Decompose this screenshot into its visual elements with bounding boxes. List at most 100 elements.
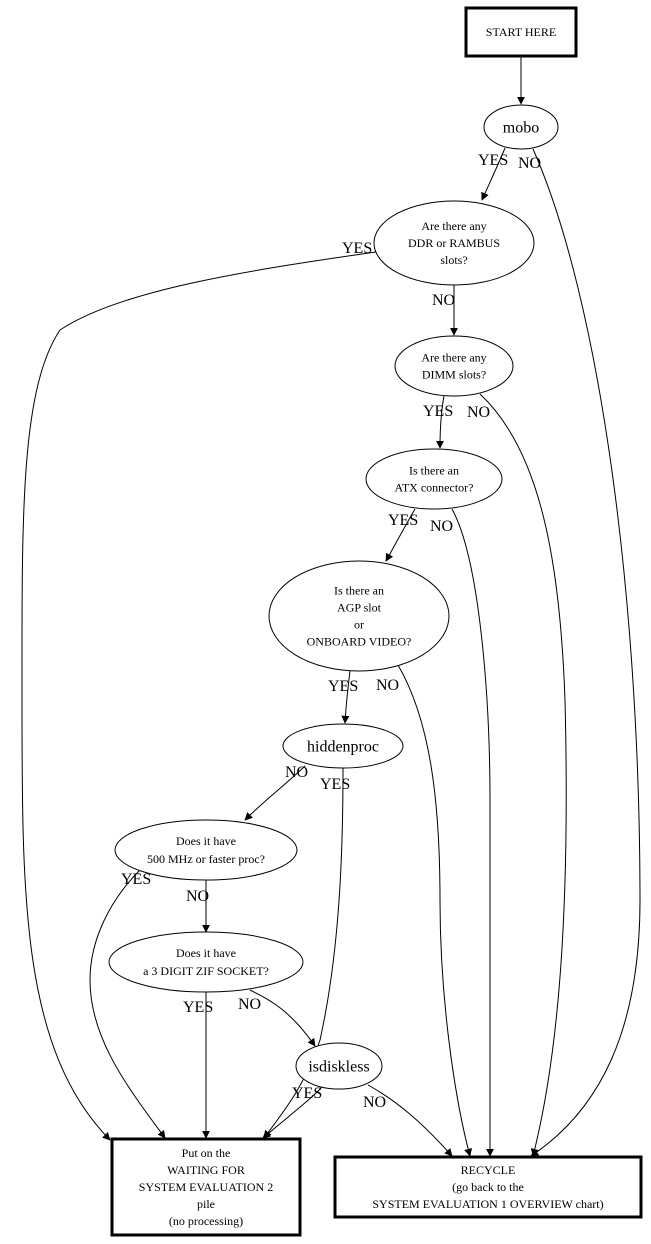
edge-arrow-agp-recycle [397,664,473,1157]
edge-arrow-mobo-recycle [530,148,641,1157]
edge-arrow-mobo-ddr [481,147,506,201]
edge-label-mhz-waiting: YES [121,871,151,888]
edge-zif-isdiskless [249,989,316,1047]
edge-arrow-isdiskless-recycle [367,1084,453,1157]
node-text-recycle-1: (go back to the [452,1180,524,1194]
edge-ddr-waiting [21,251,377,1141]
edge-label-dimm-recycle: NO [467,404,490,421]
node-ellipse-dimm [394,335,514,397]
edge-arrow-atx-agp [385,508,416,562]
edge-mhz-waiting [89,869,166,1139]
edge-dimm-atx [436,395,445,449]
node-box-waiting [110,1137,302,1237]
node-text-waiting-2: SYSTEM EVALUATION 2 [139,1180,273,1194]
node-text-waiting-1: WAITING FOR [167,1163,245,1177]
edge-atx-recycle [451,508,494,1157]
node-box-start [464,6,578,58]
node-ellipse-mobo [483,104,559,150]
node-text-recycle-2: SYSTEM EVALUATION 1 OVERVIEW chart) [372,1197,603,1211]
edge-agp-hiddenproc [341,670,351,724]
node-text-start-0: START HERE [486,25,556,39]
node-text-waiting-0: Put on the [182,1146,231,1160]
node-text-isdiskless-0: isdiskless [308,1059,369,1076]
edge-label-agp-recycle: NO [376,677,399,694]
node-text-ddr-1: DDR or RAMBUS [408,236,500,250]
edge-arrow-mhz-waiting [89,869,166,1139]
edge-dimm-recycle [479,393,567,1157]
node-text-mhz-0: Does it have [176,834,236,848]
node-text-agp-2: or [354,618,364,632]
edge-hiddenproc-waiting [263,767,344,1139]
edge-label-dimm-atx: YES [423,403,453,420]
node-hiddenproc: hiddenproc [282,723,404,769]
edge-arrow-ddr-waiting [21,251,377,1141]
node-ellipse-hiddenproc [282,723,404,769]
edge-label-mobo-ddr: YES [478,152,508,169]
edge-agp-recycle [397,664,473,1157]
edge-isdiskless-recycle [367,1084,453,1157]
edge-mobo-recycle [530,148,641,1157]
edge-label-isdiskless-recycle: NO [363,1094,386,1111]
node-text-hiddenproc-0: hiddenproc [307,739,379,756]
node-mobo: mobo [483,104,559,150]
edge-label-ddr-waiting: YES [342,240,372,257]
node-ellipse-atx [365,448,503,510]
edge-mobo-ddr [481,147,506,201]
node-ellipse-zif [108,931,304,993]
node-text-agp-3: ONBOARD VIDEO? [307,635,412,649]
node-text-waiting-3: pile [197,1197,215,1211]
edge-label-hiddenproc-mhz: NO [285,764,308,781]
edge-arrow-zif-isdiskless [249,989,316,1047]
edge-label-isdiskless-waiting: YES [292,1085,322,1102]
node-text-agp-1: AGP slot [337,601,382,615]
node-text-recycle-0: RECYCLE [461,1163,516,1177]
node-text-ddr-2: slots? [440,253,467,267]
edge-hiddenproc-mhz [244,765,306,821]
edge-label-zif-waiting: YES [183,999,213,1016]
edge-arrow-dimm-atx [436,395,445,449]
node-text-atx-0: Is there an [409,464,459,478]
edge-isdiskless-waiting [262,1086,323,1139]
edge-label-mhz-zif: NO [186,888,209,905]
edge-label-atx-agp: YES [388,512,418,529]
edge-arrow-isdiskless-waiting [262,1086,323,1139]
edge-arrow-dimm-recycle [479,393,567,1157]
node-ellipse-ddr [373,200,535,286]
edge-label-ddr-dimm: NO [432,292,455,309]
node-ellipse-agp [268,560,450,672]
node-ellipse-isdiskless [295,1042,383,1090]
edge-arrow-hiddenproc-mhz [244,765,306,821]
edges [21,56,641,1157]
node-start: START HERE [464,6,578,58]
edge-arrow-hiddenproc-waiting [263,767,344,1139]
node-text-mhz-1: 500 MHz or faster proc? [147,852,265,866]
node-zif: Does it have a 3 DIGIT ZIF SOCKET? [108,931,304,993]
edge-arrow-agp-hiddenproc [341,670,351,724]
node-mhz: Does it have 500 MHz or faster proc? [114,819,298,881]
node-text-mobo-0: mobo [503,120,539,137]
node-text-agp-0: Is there an [334,584,384,598]
node-text-zif-1: a 3 DIGIT ZIF SOCKET? [143,964,269,978]
edge-atx-agp [385,508,416,562]
node-box-recycle [333,1155,643,1219]
node-text-ddr-0: Are there any [421,219,486,233]
node-text-zif-0: Does it have [176,946,236,960]
edge-arrow-atx-recycle [451,508,494,1157]
edge-labels: YES NO YES NO YES NO YES NO YES NO NO YES YES NO YES NO… [121,152,541,1111]
edge-label-atx-recycle: NO [430,518,453,535]
node-isdiskless: isdiskless [295,1042,383,1090]
node-ellipse-mhz [114,819,298,881]
edge-label-agp-hiddenproc: YES [328,678,358,695]
edge-label-hiddenproc-waiting: YES [320,776,350,793]
node-text-waiting-4: (no processing) [169,1214,243,1228]
node-text-dimm-0: Are there any [421,351,486,365]
edge-label-mobo-recycle: NO [518,155,541,172]
